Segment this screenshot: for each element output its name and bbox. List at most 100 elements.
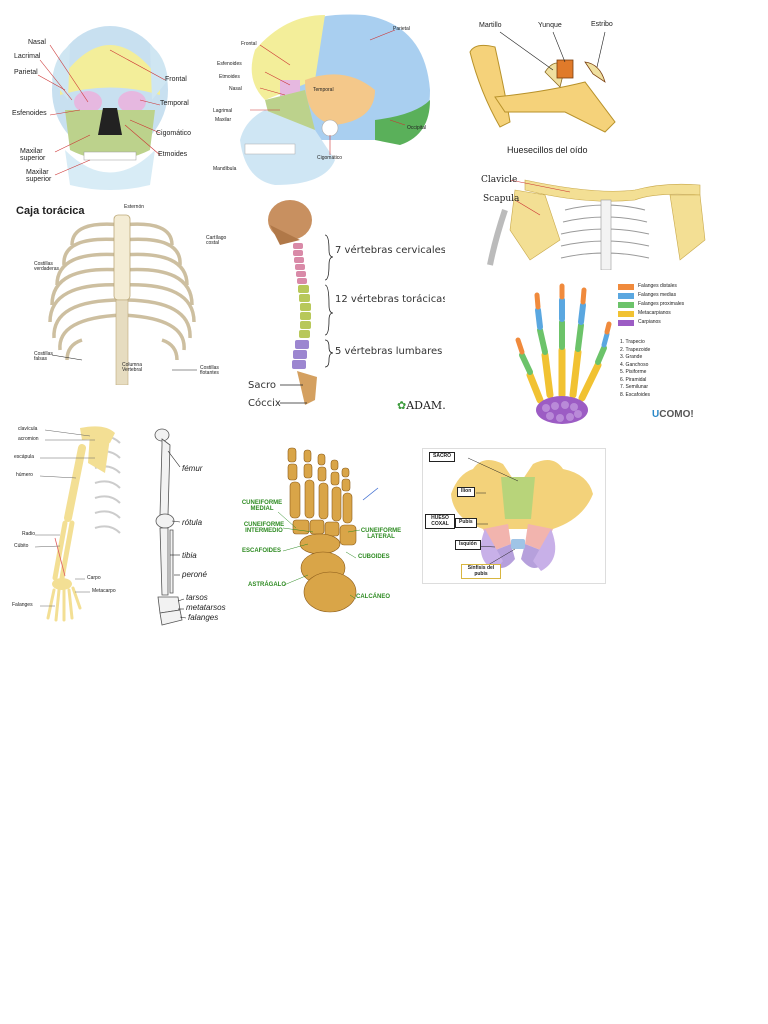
legend-item: Falanges medias	[618, 291, 718, 300]
carpal-item: 2. Trapezoide	[620, 346, 651, 353]
carpal-list: 1. Trapecio 2. Trapezoide 3. Grande 4. G…	[620, 340, 650, 400]
como-logo: UCOMO!	[652, 410, 694, 420]
foot-panel: CUNEIFORME MEDIAL CUNEIFORME INTERMEDIO …	[238, 440, 418, 620]
legend-item: Falanges proximales	[618, 300, 718, 309]
carpal-item: 7. Semilunar	[620, 384, 649, 390]
label-cigomatico-side: Cigomático	[317, 155, 343, 161]
ribcage-panel: Caja torácica Esternón Cartílago costal …	[12, 200, 237, 385]
foot-bones-illustration	[277, 447, 379, 613]
label-lacrimal: Lacrimal	[14, 53, 41, 60]
como-mark-icon: U	[652, 409, 660, 420]
label-metatarsos: metatarsos	[186, 603, 226, 612]
label-cartilago-costal: Cartílago costal	[206, 235, 227, 246]
label-yunque: Yunque	[538, 22, 562, 29]
label-parietal: Parietal	[14, 69, 38, 76]
legend-swatch	[618, 292, 634, 299]
arm-bones-illustration	[34, 426, 121, 622]
spine-panel: 7 vértebras cervicales 12 vértebras torá…	[245, 195, 445, 415]
hand-panel: Falanges distales Falanges medias Falang…	[510, 270, 720, 430]
label-cigomatico: Cigomático	[156, 130, 192, 137]
label-etmoides-side: Etmoides	[219, 74, 240, 80]
label-perone: peroné	[182, 570, 207, 579]
label-isquion: Isquión	[455, 540, 481, 550]
label-cuneiforme-lateral: CUNEIFORME LATERAL	[360, 528, 402, 540]
ribcage-title: Caja torácica	[16, 205, 85, 217]
label-cuneiforme-medial: CUNEIFORME MEDIAL	[241, 500, 283, 512]
carpal-item: 3. Grande	[620, 354, 643, 360]
carpal-item: 5. Pisiforme	[620, 369, 647, 375]
label-clavicula: clavícula	[18, 426, 38, 432]
label-pubis: Pubis	[455, 518, 477, 528]
label-escapula: escápula	[14, 454, 35, 460]
legend-label: Metacarpianos	[638, 310, 671, 316]
label-temporal-side: Temporal	[313, 87, 334, 93]
label-maxilar-superior-2: Maxilar superior	[26, 169, 52, 183]
adam-brand-text: ADAM.	[406, 399, 445, 412]
legend-label: Falanges medias	[638, 292, 677, 298]
label-ilion: Ilion	[457, 487, 476, 497]
spine-illustration	[268, 200, 334, 405]
label-columna-vertebral: Columna Vertebral	[121, 362, 142, 373]
legend-swatch	[618, 283, 634, 290]
label-scapula: Scapula	[483, 194, 520, 204]
label-occipital-side: Occipital	[407, 125, 427, 131]
shoulder-girdle-illustration	[487, 179, 706, 270]
hand-legend: Falanges distales Falanges medias Falang…	[618, 282, 718, 327]
legend-item: Carpianos	[618, 318, 718, 327]
label-frontal-side: Frontal	[241, 41, 257, 47]
ribcage-illustration	[48, 214, 197, 385]
label-calcaneo: CALCÁNEO	[356, 594, 390, 600]
legend-item: Metacarpianos	[618, 309, 718, 318]
adam-leaf-icon: ✿	[397, 399, 407, 412]
leg-panel: fémur rótula tibia peroné tarsos metatar…	[150, 425, 260, 630]
label-cubito: Cúbito	[14, 543, 29, 549]
label-humero: húmero	[16, 472, 33, 478]
label-coccix: Cóccix	[248, 398, 281, 409]
label-escafoides-pie: ESCAFOIDES	[242, 548, 282, 554]
legend-label: Carpianos	[638, 319, 661, 325]
carpal-item: 1. Trapecio	[620, 339, 645, 345]
label-metacarpo: Metacarpo	[92, 588, 116, 594]
label-costillas-verdaderas: Costillas verdaderas	[34, 261, 60, 272]
pelvis-panel: SACRO Ilion Pubis Isquión HUESO COXAL Sí…	[422, 448, 606, 584]
label-frontal: Frontal	[165, 76, 187, 83]
carpal-item: 6. Piramidal	[620, 376, 647, 383]
skull-front-illustration	[37, 26, 168, 190]
label-cervicales: 7 vértebras cervicales	[335, 245, 445, 256]
label-falanges-pie: falanges	[188, 613, 219, 622]
legend-swatch	[618, 310, 634, 317]
adam-logo: ✿ADAM.	[397, 400, 445, 411]
label-clavicle: Clavicle	[481, 175, 518, 185]
label-acromion: acromion	[18, 436, 39, 442]
label-rotula: rótula	[182, 518, 203, 527]
hand-bones-illustration	[515, 283, 612, 424]
leg-bones-illustration	[154, 428, 187, 626]
label-maxilar-superior: Maxilar superior	[20, 148, 46, 162]
label-maxilar-side: Maxilar	[215, 117, 232, 123]
label-astragalo: ASTRÁGALO	[248, 582, 286, 588]
label-etmoides: Etmoides	[158, 151, 188, 158]
label-temporal: Temporal	[160, 100, 189, 107]
legend-swatch	[618, 301, 634, 308]
carpal-item: 8. Escafoides	[620, 391, 651, 398]
label-cuneiforme-intermedio: CUNEIFORME INTERMEDIO	[243, 522, 285, 534]
label-tarsos: tarsos	[186, 593, 208, 602]
skull-side-panel: Frontal Parietal Esfenoides Etmoides Nas…	[205, 10, 440, 195]
label-sacro: Sacro	[248, 380, 276, 391]
label-esfenoides: Esfenoides	[12, 110, 47, 117]
label-sacro-pelvis: SACRO	[429, 452, 456, 462]
label-costillas-flotantes: Costillas flotantes	[200, 365, 219, 376]
label-femur: fémur	[182, 464, 203, 473]
pelvis-illustration	[451, 457, 593, 571]
label-falanges-mano: Falanges	[12, 602, 33, 608]
label-radio: Radio	[22, 531, 36, 537]
legend-item: Falanges distales	[618, 282, 718, 291]
ossicles-caption: Huesecillos del oído	[507, 145, 588, 155]
label-carpo: Carpo	[87, 575, 101, 581]
label-costillas-falsas: Costillas falsas	[34, 351, 53, 362]
label-esternon: Esternón	[124, 204, 145, 210]
legend-label: Falanges proximales	[638, 301, 685, 307]
label-lagrimal-side: Lagrimal	[213, 108, 233, 114]
como-brand-text: COMO!	[659, 409, 694, 420]
arm-panel: clavícula acromion escápula húmero Radio…	[10, 418, 150, 623]
